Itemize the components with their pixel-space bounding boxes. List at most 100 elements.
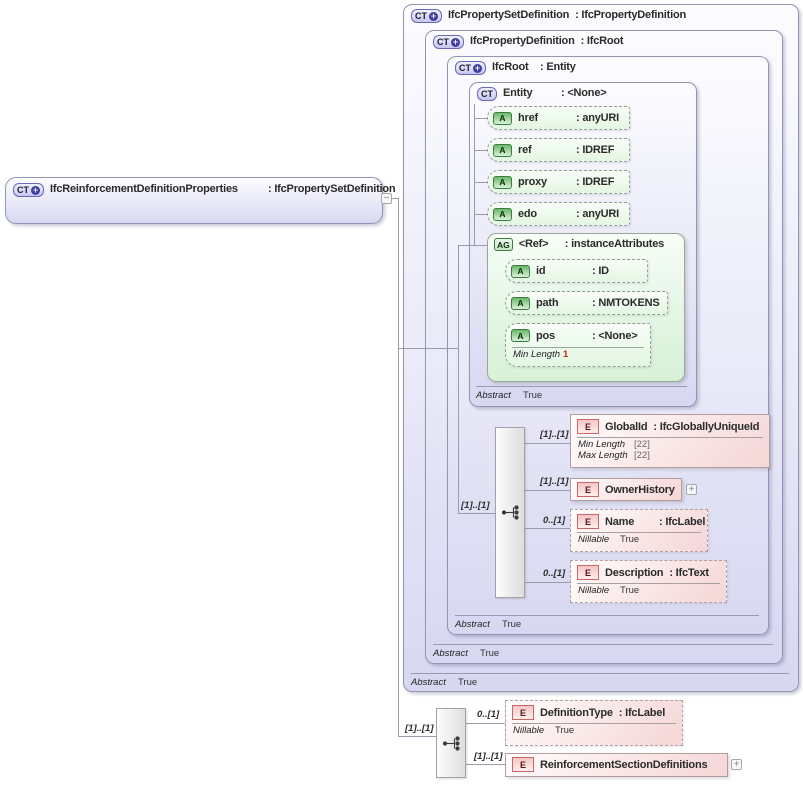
element-icon: E <box>577 565 599 580</box>
connector-line <box>466 723 505 724</box>
derived-plus-icon: + <box>473 62 482 73</box>
element-ownerhistory[interactable]: E OwnerHistory <box>570 478 682 501</box>
attribute-icon: A <box>511 329 530 342</box>
element-icon: E <box>512 705 534 720</box>
type-base: : IfcPropertyDefinition <box>575 9 687 21</box>
cardinality-label: [1]..[1] <box>474 751 503 762</box>
sequence-compositor[interactable] <box>436 708 466 778</box>
element-globalid[interactable]: E GlobalId : IfcGloballyUniqueId Min Len… <box>570 414 770 468</box>
sequence-icon <box>442 735 460 751</box>
sequence-icon <box>501 505 519 520</box>
root-type-name: IfcReinforcementDefinitionProperties <box>50 183 238 195</box>
cardinality-label: 0..[1] <box>543 515 566 526</box>
attribute-name: path <box>536 297 559 309</box>
connector-line <box>474 104 475 245</box>
element-type: : IfcText <box>669 566 709 579</box>
element-name: OwnerHistory <box>605 483 675 496</box>
cardinality-label: [1]..[1] <box>540 476 569 487</box>
facet-rows: Min Length[22] Max Length[22] <box>577 437 763 462</box>
cardinality-label: [1]..[1] <box>540 429 569 440</box>
attribute-icon: A <box>511 264 530 278</box>
attribute-proxy[interactable]: A proxy : IDREF <box>487 170 630 194</box>
attribute-name: ref <box>518 144 532 156</box>
root-type-header: CT+ IfcReinforcementDefinitionProperties… <box>6 178 396 202</box>
element-type: : IfcLabel <box>659 515 706 528</box>
attribute-name: id <box>536 265 546 277</box>
attribute-icon: A <box>493 111 512 125</box>
cardinality-label: 0..[1] <box>543 568 566 579</box>
complex-type-icon: CT <box>477 87 497 101</box>
connector-line <box>474 118 487 119</box>
type-header: CT Entity : <None> <box>470 83 696 105</box>
connector-line <box>525 443 570 444</box>
complex-type-icon: CT+ <box>411 9 442 23</box>
derived-plus-icon: + <box>31 184 40 195</box>
connector-line <box>474 182 487 183</box>
attribute-group-header: AG <Ref> : instanceAttributes <box>488 234 684 255</box>
element-type: : IfcGloballyUniqueId <box>653 420 760 433</box>
type-header: CT+ IfcPropertySetDefinition : IfcProper… <box>404 5 798 27</box>
element-icon: E <box>512 757 534 772</box>
attribute-name: edo <box>518 208 537 220</box>
element-type: : IfcLabel <box>618 706 666 719</box>
attribute-type: : anyURI <box>576 208 620 220</box>
attribute-path[interactable]: A path : NMTOKENS <box>505 291 668 315</box>
collapse-button[interactable]: − <box>381 193 392 204</box>
sequence-compositor[interactable] <box>495 427 525 598</box>
type-name: IfcPropertySetDefinition <box>448 9 570 21</box>
attribute-icon: A <box>493 175 512 189</box>
attribute-type: : NMTOKENS <box>592 297 660 309</box>
connector-line <box>474 214 487 215</box>
attribute-id[interactable]: A id : ID <box>505 259 648 283</box>
complex-type-icon: CT+ <box>455 61 486 75</box>
attribute-href[interactable]: A href : anyURI <box>487 106 630 130</box>
attribute-ref[interactable]: A ref : IDREF <box>487 138 630 162</box>
type-name: Entity <box>503 87 533 99</box>
attribute-icon: A <box>511 296 530 310</box>
attribute-edo[interactable]: A edo : anyURI <box>487 202 630 226</box>
attribute-type: : <None> <box>592 329 638 342</box>
connector-line <box>458 245 487 246</box>
attribute-name: proxy <box>518 176 547 188</box>
element-icon: E <box>577 482 599 497</box>
type-name: IfcPropertyDefinition <box>470 35 575 47</box>
cardinality-label: 0..[1] <box>477 709 500 720</box>
connector-line <box>398 198 399 736</box>
type-name: IfcRoot <box>492 61 529 73</box>
connector-line <box>398 348 458 349</box>
connector-line <box>398 736 436 737</box>
attribute-type: : IDREF <box>576 144 615 156</box>
attribute-group-name: <Ref> <box>518 238 549 250</box>
connector-line <box>525 582 570 583</box>
attribute-type: : ID <box>592 265 609 277</box>
connector-line <box>466 764 505 765</box>
attribute-name: pos <box>536 329 555 342</box>
expand-button[interactable]: + <box>686 484 697 495</box>
element-reinforcementsectiondefinitions[interactable]: E ReinforcementSectionDefinitions <box>505 753 728 777</box>
derived-plus-icon: + <box>451 36 460 47</box>
cardinality-label: [1]..[1] <box>405 723 434 734</box>
complex-type-icon: CT+ <box>433 35 464 49</box>
attribute-type: : anyURI <box>576 112 620 124</box>
connector-line <box>525 490 570 491</box>
type-header: CT+ IfcPropertyDefinition : IfcRoot <box>426 31 782 53</box>
root-type-base: : IfcPropertySetDefinition <box>268 183 396 195</box>
expand-button[interactable]: + <box>731 759 742 770</box>
element-name: GlobalId <box>605 420 648 433</box>
root-type-box[interactable]: CT+ IfcReinforcementDefinitionProperties… <box>5 177 396 224</box>
element-name: Description <box>605 566 664 579</box>
element-name: ReinforcementSectionDefinitions <box>540 758 708 771</box>
attribute-icon: A <box>493 143 512 157</box>
